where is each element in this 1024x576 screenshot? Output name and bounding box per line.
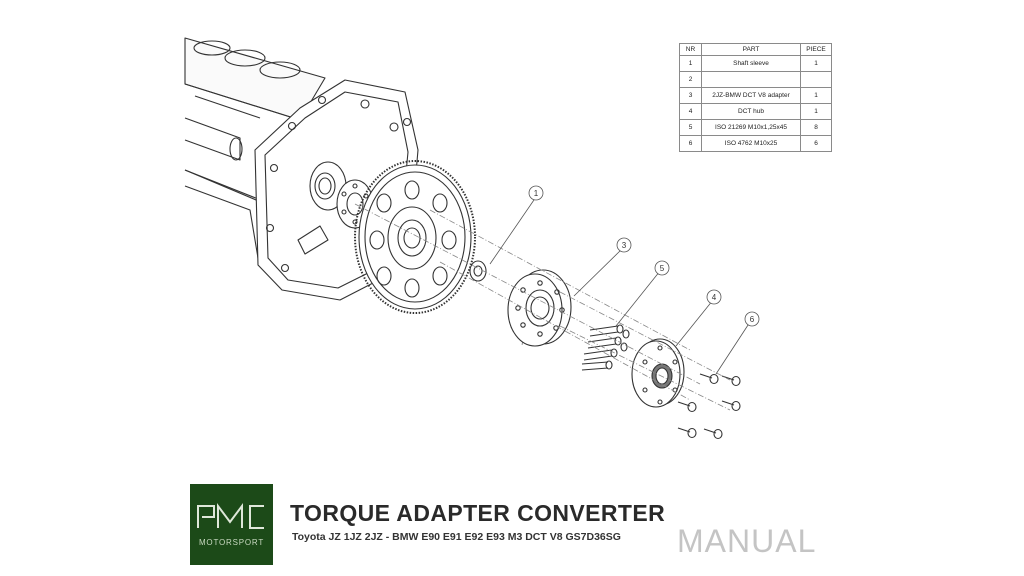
row-part: Shaft sleeve xyxy=(701,55,801,72)
dct-hub xyxy=(631,338,685,408)
row-nr: 4 xyxy=(679,103,702,120)
table-row: 1 Shaft sleeve 1 xyxy=(679,55,832,72)
table-row: 5 ISO 21269 M10x1,25x45 8 xyxy=(679,119,832,136)
svg-text:6: 6 xyxy=(750,315,755,324)
page-title: TORQUE ADAPTER CONVERTER xyxy=(290,500,666,526)
row-nr: 1 xyxy=(679,55,702,72)
row-nr: 6 xyxy=(679,135,702,152)
pmc-motorsport-logo: MOTORSPORT xyxy=(190,484,273,565)
table-row: 6 ISO 4762 M10x25 6 xyxy=(679,135,832,152)
row-part: ISO 21269 M10x1,25x45 xyxy=(701,119,801,136)
table-row: 4 DCT hub 1 xyxy=(679,103,832,120)
callout-1: 1 xyxy=(528,185,544,201)
callout-4: 4 xyxy=(706,289,722,305)
assembly-axis-lines xyxy=(354,203,731,411)
row-part xyxy=(701,71,801,88)
row-piece: 1 xyxy=(800,87,832,104)
svg-text:5: 5 xyxy=(660,264,665,273)
row-part: ISO 4762 M10x25 xyxy=(701,135,801,152)
row-piece: 1 xyxy=(800,55,832,72)
page-subtitle: Toyota JZ 1JZ 2JZ - BMW E90 E91 E92 E93 … xyxy=(292,531,621,543)
row-part: DCT hub xyxy=(701,103,801,120)
callout-leaders xyxy=(489,196,751,375)
row-nr: 2 xyxy=(679,71,702,88)
row-piece: 8 xyxy=(800,119,832,136)
callout-6: 6 xyxy=(744,311,760,327)
row-piece: 6 xyxy=(800,135,832,152)
header-part: PART xyxy=(701,43,801,56)
logo-subtitle: MOTORSPORT xyxy=(198,538,265,547)
parts-table-header: NR PART PIECE xyxy=(679,43,832,56)
table-row: 2 xyxy=(679,71,832,88)
flexplate-ring-gear xyxy=(354,160,476,314)
row-nr: 3 xyxy=(679,87,702,104)
callout-3: 3 xyxy=(616,237,632,253)
callout-bubbles: 1 3 5 4 6 xyxy=(528,185,760,327)
row-piece: 1 xyxy=(800,103,832,120)
manual-label: MANUAL xyxy=(677,523,817,559)
pmc-logo-mark xyxy=(197,503,264,529)
hub-screws xyxy=(677,373,741,440)
header-nr: NR xyxy=(679,43,702,56)
callout-5: 5 xyxy=(654,260,670,276)
row-piece xyxy=(800,71,832,88)
adapter-bolts xyxy=(581,324,630,371)
header-piece: PIECE xyxy=(800,43,832,56)
dct-adapter xyxy=(507,269,572,347)
svg-text:3: 3 xyxy=(622,241,627,250)
table-row: 3 2JZ-BMW DCT V8 adapter 1 xyxy=(679,87,832,104)
svg-text:1: 1 xyxy=(534,189,539,198)
row-part: 2JZ-BMW DCT V8 adapter xyxy=(701,87,801,104)
svg-text:4: 4 xyxy=(712,293,717,302)
parts-table: NR PART PIECE 1 Shaft sleeve 1 2 3 2JZ-B… xyxy=(679,43,832,152)
row-nr: 5 xyxy=(679,119,702,136)
